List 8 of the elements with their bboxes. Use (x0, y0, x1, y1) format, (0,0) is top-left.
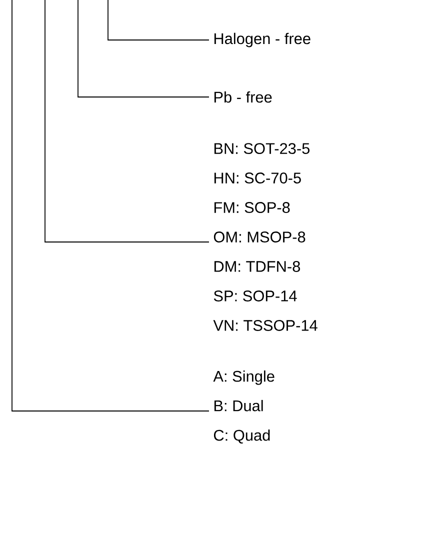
option-label: Pb - free (214, 91, 272, 103)
code-list: BN: SOT-23-5 HN: SC-70-5 FM: SOP-8 OM: MSOP-8 DM: TDFN-8 SP: SOP-14 VN: TSSOP-14 (213, 143, 318, 331)
leader-line (12, 0, 210, 412)
code-list: A: Single B: Dual C: Quad (213, 370, 274, 444)
leader-line (108, 0, 210, 40)
leader-line (44, 0, 210, 242)
leader-line (78, 0, 210, 98)
option-label: Halogen - free (214, 32, 310, 48)
